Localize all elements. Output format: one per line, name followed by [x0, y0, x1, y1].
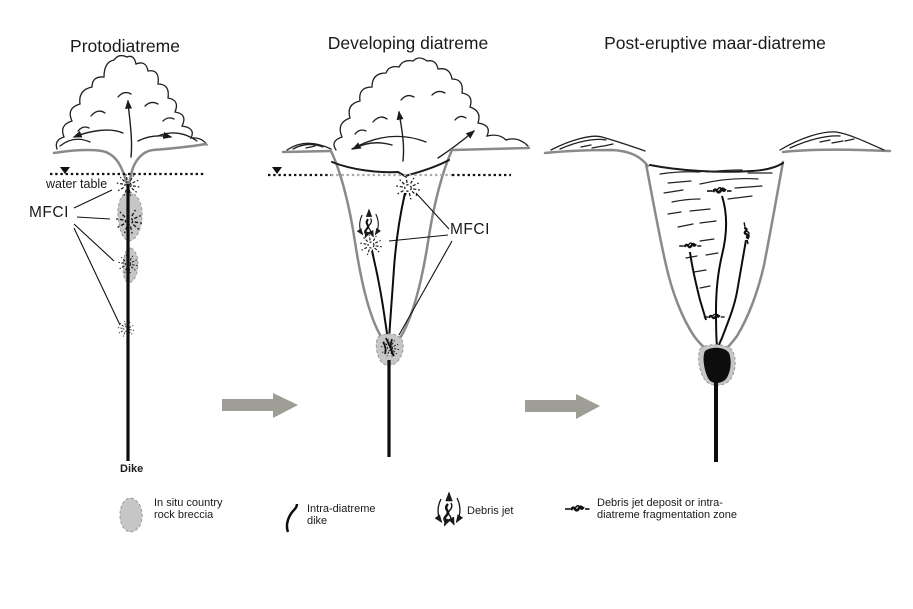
legend-label-breccia: In situ country rock breccia [154, 497, 223, 522]
water-table-line-1 [50, 167, 204, 176]
maar-crater-floor-3 [649, 162, 784, 173]
mfci-label-1: MFCI [29, 204, 69, 221]
country-rock-breccia-1 [117, 191, 143, 283]
water-table-label: water table [46, 177, 108, 191]
intra-diatreme-dike-line [285, 503, 299, 533]
legend-label-debris-jet-deposit: Debris jet deposit or intra- diatreme fr… [597, 497, 738, 522]
water-table-line-2 [268, 167, 511, 177]
diatreme-walls-2 [329, 148, 454, 349]
diatreme-walls-3 [644, 160, 785, 350]
panel-title-protodiatreme: Protodiatreme [70, 36, 180, 56]
panel-title-developing-diatreme: Developing diatreme [327, 33, 489, 53]
legend-label-intra-diatreme-dike: Intra-diatreme dike [307, 503, 376, 528]
ground-surface-1 [52, 142, 208, 187]
root-zone-2 [375, 333, 404, 366]
stage-arrow-1 [222, 393, 298, 418]
panel-post-eruptive-drawing [543, 131, 892, 462]
mfci-pointer-lines-2 [388, 192, 453, 336]
debris-jet-deposit-symbol [563, 504, 591, 512]
water-table-triangle-icon [272, 167, 282, 174]
intra-diatreme-dikes-2 [371, 192, 406, 342]
country-rock-breccia-blob [119, 497, 143, 533]
panel-title-post-eruptive: Post-eruptive maar-diatreme [604, 33, 826, 53]
legend-symbols [119, 493, 591, 533]
water-table-triangle-icon [60, 167, 70, 174]
debris-jet-symbol [438, 493, 460, 526]
stage-arrow-2 [525, 394, 600, 419]
flow-arrows-1 [72, 99, 173, 158]
eruption-cloud-2 [333, 57, 529, 151]
crater-floor-2 [331, 159, 450, 178]
bedded-fill-lines-3 [659, 169, 773, 289]
panel-protodiatreme-drawing [50, 54, 208, 461]
legend-label-debris-jet: Debris jet [467, 505, 514, 517]
panel-developing-diatreme-drawing [268, 57, 531, 457]
dike-label: Dike [120, 463, 144, 475]
eruption-cloud-1 [55, 54, 208, 150]
tephra-ring-3 [543, 131, 892, 168]
root-zone-3 [698, 344, 736, 386]
tephra-rim-2 [281, 142, 531, 154]
flow-arrows-2 [351, 110, 476, 162]
intra-diatreme-dikes-3 [689, 195, 747, 349]
mfci-pointer-lines-1 [73, 189, 121, 326]
debris-jet-2 [360, 210, 379, 238]
mfci-label-2: MFCI [450, 221, 490, 238]
